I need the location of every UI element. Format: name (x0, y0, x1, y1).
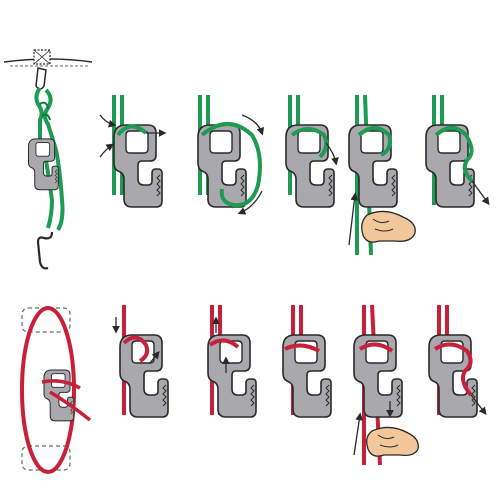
hook-icon (43, 369, 75, 422)
bottom-step-3 (282, 305, 332, 418)
top-step-1 (99, 95, 167, 208)
overview-bottom (20, 306, 92, 474)
bottom-step-4 (353, 304, 419, 466)
arrow-icon (99, 114, 117, 128)
bottom-step-5 (428, 305, 487, 418)
bottom-step-1 (112, 305, 169, 418)
ceiling-clip-icon (35, 67, 47, 90)
hand-icon (361, 210, 416, 243)
top-step-3 (285, 95, 339, 208)
top-step-4 (348, 94, 416, 256)
hook-icon (28, 138, 59, 191)
top-step-5 (425, 95, 490, 208)
s-hook-icon (36, 231, 54, 270)
top-step-2 (197, 95, 265, 215)
overview-top (3, 49, 93, 270)
arrow-icon (241, 114, 265, 136)
rope-icon (20, 306, 76, 474)
arrow-icon (470, 394, 487, 416)
arrow-icon (325, 142, 339, 166)
bottom-step-2 (207, 305, 257, 418)
hand-icon (366, 426, 419, 457)
